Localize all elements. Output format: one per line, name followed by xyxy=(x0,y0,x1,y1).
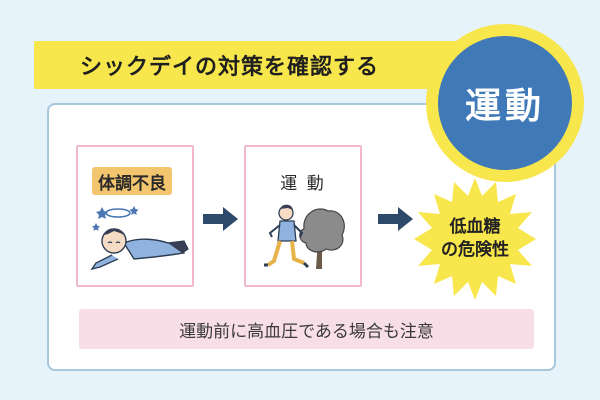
person-jogging-illustration xyxy=(264,204,345,269)
person-lying-dizzy-illustration xyxy=(90,206,189,271)
body-icon xyxy=(122,238,186,260)
arms-icon xyxy=(268,224,304,238)
tree-leaves-icon xyxy=(299,208,345,253)
topic-badge: 運動 xyxy=(426,24,584,182)
topic-badge-inner: 運動 xyxy=(438,36,572,170)
eyes-icon xyxy=(107,241,121,244)
star-icon xyxy=(92,223,100,231)
legs-icon xyxy=(266,240,305,267)
result-line-2: の危険性 xyxy=(441,240,509,260)
arrow-right-icon xyxy=(378,207,413,231)
topic-badge-label: 運動 xyxy=(464,86,545,127)
shoes-icon xyxy=(264,261,310,269)
caution-note: 運動前に高血圧である場合も注意 xyxy=(79,309,534,349)
result-line-1: 低血糖 xyxy=(449,217,501,237)
arrow-right-icon xyxy=(203,207,238,231)
warning-burst-icon xyxy=(414,178,536,300)
hair-icon xyxy=(280,204,293,210)
result-text: 低血糖 の危険性 xyxy=(412,176,538,302)
panel-unwell: 体調不良 xyxy=(76,145,194,287)
title-banner: シックデイの対策を確認する xyxy=(34,41,474,89)
panel-exercise: 運 動 xyxy=(244,145,362,287)
panel-exercise-label-box: 運 動 xyxy=(246,169,360,194)
dizzy-ring-icon xyxy=(105,208,131,218)
star-icon xyxy=(96,207,108,219)
panel-exercise-label: 運 動 xyxy=(280,174,326,194)
panel-unwell-label-box: 体調不良 xyxy=(92,167,172,195)
shirt-icon xyxy=(277,220,297,242)
arm-icon xyxy=(90,254,119,271)
legs-icon xyxy=(167,240,189,254)
hair-icon xyxy=(104,229,124,235)
panel-unwell-label: 体調不良 xyxy=(98,173,166,194)
page-title: シックデイの対策を確認する xyxy=(80,55,380,80)
head-icon xyxy=(101,228,127,254)
star-icon xyxy=(129,206,139,215)
caution-note-text: 運動前に高血圧である場合も注意 xyxy=(179,321,434,342)
